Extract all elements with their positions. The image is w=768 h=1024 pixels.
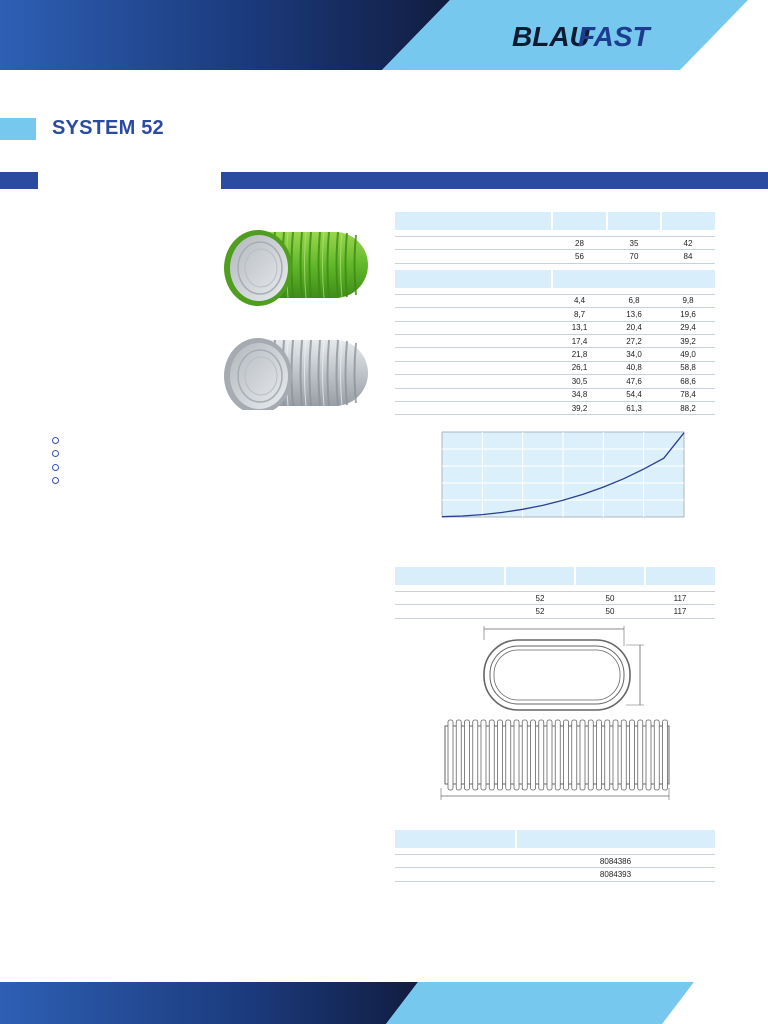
corrugation-rib	[521, 719, 528, 791]
table-row: 56 70 84	[395, 249, 715, 264]
chart-grid	[442, 432, 684, 517]
header-cell	[606, 212, 661, 230]
page-title: SYSTEM 52	[52, 117, 164, 139]
technical-drawings	[440, 626, 670, 800]
corrugation-rib	[563, 719, 569, 791]
corrugation-rib	[480, 719, 487, 791]
pressure-loss-chart	[441, 431, 685, 518]
corrugation-rib	[546, 719, 553, 791]
header-cell	[660, 212, 715, 230]
product-images	[224, 230, 368, 410]
brand-logo: BLAU FAST	[512, 21, 652, 52]
header-cell	[551, 212, 607, 230]
corrugation-rib	[629, 719, 635, 791]
corrugation-rib	[596, 719, 602, 791]
corrugation-rib	[538, 719, 545, 791]
bullet-icon	[52, 437, 59, 444]
corrugation-rib	[637, 719, 644, 791]
table-header-row	[395, 830, 715, 848]
corrugation-rib	[455, 719, 462, 791]
corrugation-rib	[571, 719, 578, 791]
table-row: 8084393	[395, 867, 715, 882]
corrugation-rib	[554, 719, 561, 791]
section-band-left	[0, 172, 38, 189]
green-duct-image	[224, 230, 368, 306]
svg-text:FAST: FAST	[578, 21, 652, 52]
svg-text:BLAU: BLAU	[512, 21, 591, 52]
article-number-table: 8084386 8084393	[395, 830, 715, 882]
table-row: 28 35 42	[395, 236, 715, 251]
table-header-row	[395, 212, 715, 230]
corrugation-rib	[612, 719, 619, 791]
section-band-right	[221, 172, 768, 189]
corrugation-rib	[653, 719, 660, 791]
corrugation-rib	[505, 719, 512, 791]
corrugation-rib	[497, 719, 503, 791]
corrugation-rib	[662, 719, 668, 791]
title-marker	[0, 118, 36, 140]
corrugation-rib	[604, 719, 611, 791]
grey-duct-image	[224, 338, 368, 410]
bullet-icon	[52, 450, 59, 458]
corrugation-rib	[620, 719, 627, 791]
corrugation-rib	[579, 719, 586, 791]
corrugation-rib	[587, 719, 594, 791]
header-banner: BLAU FAST	[0, 0, 768, 70]
chart-series-line	[441, 432, 685, 518]
table-row: 8084386	[395, 854, 715, 869]
corrugation-rib	[464, 719, 470, 791]
bullet-icon	[52, 476, 59, 484]
corrugation-rib	[530, 719, 536, 791]
table-header-row	[395, 567, 715, 585]
side-view-drawing	[440, 719, 670, 800]
corrugation-rib	[447, 719, 454, 791]
bullet-icon	[52, 463, 59, 471]
table-subheader-row	[395, 269, 715, 288]
corrugation-rib	[645, 719, 652, 791]
cross-section-drawing	[483, 626, 644, 711]
corrugation-rib	[472, 719, 479, 791]
corrugation-rib	[488, 719, 495, 791]
bullet-list	[52, 437, 59, 490]
footer-banner	[0, 982, 694, 1024]
header-cell	[395, 212, 552, 230]
corrugation-rib	[513, 719, 520, 791]
